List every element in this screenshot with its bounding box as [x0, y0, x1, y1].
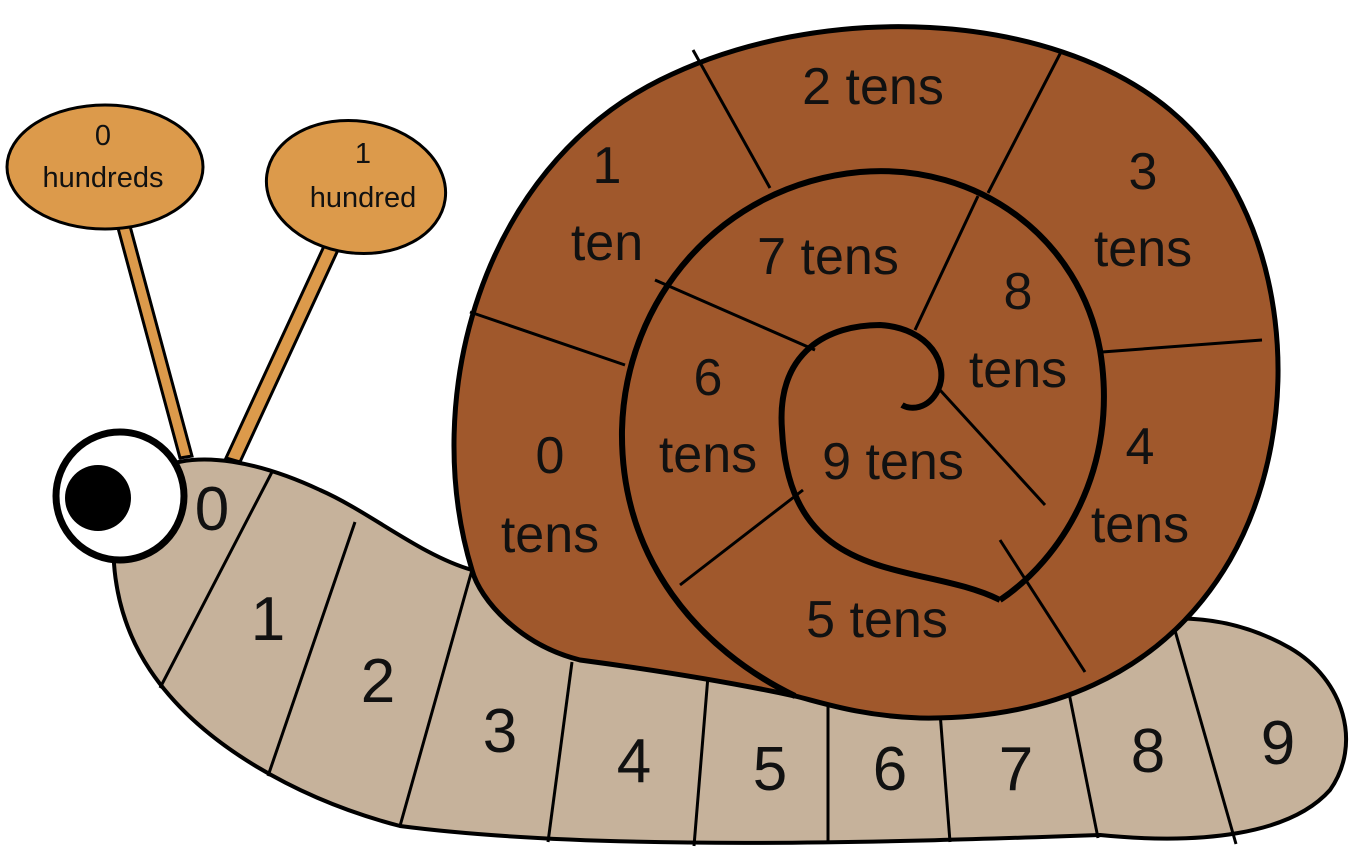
body-segment-2: 2 — [361, 647, 395, 716]
body-segment-1: 1 — [251, 585, 285, 654]
body-segment-7: 7 — [999, 735, 1033, 804]
shell-section-8-line-1: 8 — [1004, 263, 1033, 321]
body-segment-3: 3 — [483, 697, 517, 766]
body-segment-dividers — [158, 471, 1238, 847]
shell-section-6-line-2: tens — [659, 426, 757, 484]
shell-section-0-line-2: tens — [501, 506, 599, 564]
shell-spiral-middle — [618, 168, 1107, 699]
body-segment-9: 9 — [1261, 709, 1295, 778]
eye-pupil — [65, 465, 131, 531]
antenna-left-label-bottom: hundreds — [43, 162, 164, 194]
shell-section-3-line-1: 3 — [1129, 143, 1158, 201]
body-segment-5: 5 — [753, 735, 787, 804]
shell-section-3-line-2: tens — [1094, 220, 1192, 278]
antenna-right-label-bottom: hundred — [310, 182, 416, 214]
body-segment-0: 0 — [195, 475, 229, 544]
antenna-stalk-right — [223, 242, 340, 464]
antenna-bulb-left — [5, 103, 205, 231]
antenna-stalk-left — [116, 224, 194, 460]
shell-section-8-line-2: tens — [969, 341, 1067, 399]
antenna-left-label-top: 0 — [95, 120, 111, 152]
shell-section-1-line-2: ten — [571, 214, 643, 272]
shell-section-0-line-1: 0 — [536, 427, 565, 485]
shell-spiral-inner — [778, 321, 1002, 603]
shell-section-5-line-1: 5 tens — [806, 591, 948, 649]
body-segment-8: 8 — [1131, 717, 1165, 786]
shell-dividers — [469, 49, 1263, 673]
shell-section-2-line-1: 2 tens — [802, 58, 944, 116]
shell-section-4-line-2: tens — [1091, 496, 1189, 554]
antenna-right-label-top: 1 — [355, 138, 371, 170]
body-segment-6: 6 — [873, 735, 907, 804]
shell-section-4-line-1: 4 — [1126, 418, 1155, 476]
shell-section-1-line-1: 1 — [593, 137, 622, 195]
shell-section-9-line-1: 9 tens — [822, 433, 964, 491]
shell-section-7-line-1: 7 tens — [757, 228, 899, 286]
shell-section-6-line-1: 6 — [694, 349, 723, 407]
antenna-bulb-right — [264, 118, 448, 256]
body-segment-4: 4 — [617, 727, 651, 796]
shell-outer — [451, 24, 1281, 721]
